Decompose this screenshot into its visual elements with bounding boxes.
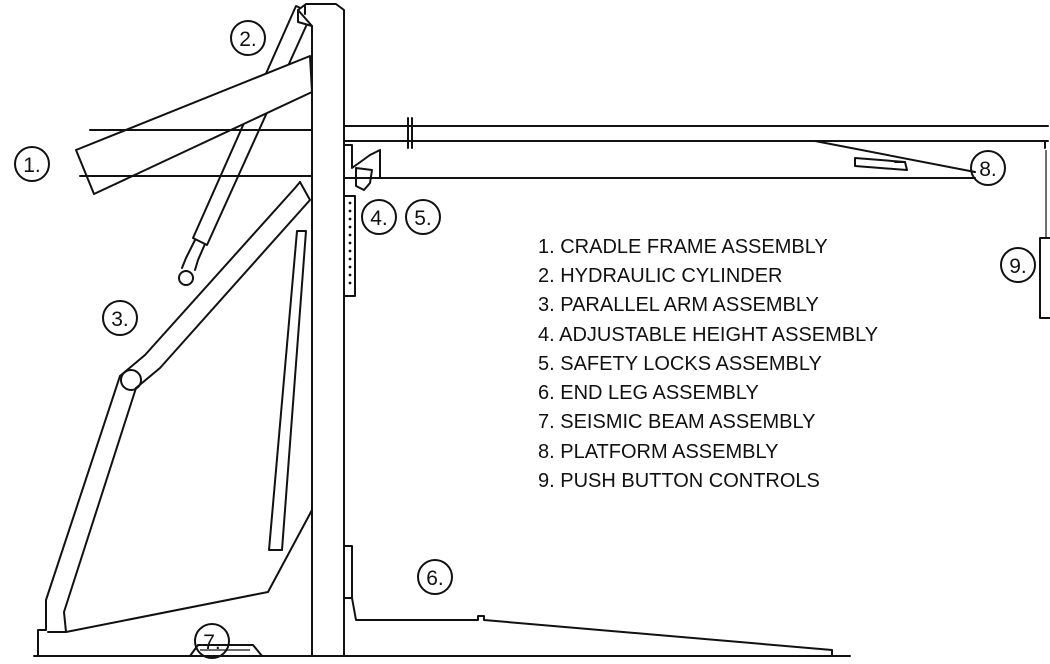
callout-6: 6. — [417, 559, 453, 595]
adjustment-hole — [348, 265, 352, 269]
callout-label: 2. — [239, 28, 257, 51]
callout-label: 4. — [370, 207, 388, 230]
legend-item: 4. ADJUSTABLE HEIGHT ASSEMBLY — [538, 324, 878, 346]
adjustment-hole — [348, 281, 352, 285]
adjustment-hole — [348, 217, 352, 221]
adjustment-hole — [348, 201, 352, 205]
adjustable-height-assembly — [343, 144, 381, 297]
callout-label: 8. — [979, 158, 997, 181]
legend-item: 3. PARALLEL ARM ASSEMBLY — [538, 294, 819, 316]
legend: 1. CRADLE FRAME ASSEMBLY 2. HYDRAULIC CY… — [538, 236, 878, 492]
legend-item: 7. SEISMIC BEAM ASSEMBLY — [538, 411, 816, 433]
callout-label: 9. — [1009, 255, 1027, 278]
callout-8: 8. — [970, 150, 1006, 186]
legend-item: 1. CRADLE FRAME ASSEMBLY — [538, 236, 828, 258]
cradle-frame — [75, 55, 313, 195]
callout-1: 1. — [14, 146, 50, 182]
callout-2: 2. — [230, 20, 266, 56]
legend-item: 6. END LEG ASSEMBLY — [538, 382, 759, 404]
adjustment-hole — [348, 209, 352, 213]
callout-label: 7. — [203, 631, 221, 654]
callout-9: 9. — [1000, 247, 1036, 283]
end-leg — [343, 545, 833, 657]
push-button-pendant — [1039, 140, 1050, 319]
callout-label: 1. — [23, 154, 41, 177]
adjustment-holes — [348, 201, 352, 285]
adjustment-hole — [348, 225, 352, 229]
callout-5: 5. — [405, 199, 441, 235]
callout-4: 4. — [361, 199, 397, 235]
callout-label: 5. — [414, 207, 432, 230]
platform — [343, 117, 1049, 179]
legend-item: 2. HYDRAULIC CYLINDER — [538, 265, 783, 287]
legend-item: 8. PLATFORM ASSEMBLY — [538, 441, 778, 463]
adjustment-hole — [348, 257, 352, 261]
callout-label: 3. — [111, 308, 129, 331]
legend-item: 5. SAFETY LOCKS ASSEMBLY — [538, 353, 822, 375]
callout-label: 6. — [426, 567, 444, 590]
callout-7: 7. — [194, 623, 230, 659]
adjustment-hole — [348, 273, 352, 277]
parallel-arm — [37, 181, 313, 657]
legend-item: 9. PUSH BUTTON CONTROLS — [538, 470, 820, 492]
callout-3: 3. — [102, 300, 138, 336]
adjustment-hole — [348, 241, 352, 245]
adjustment-hole — [348, 233, 352, 237]
seismic-beam — [189, 644, 263, 657]
main-column — [297, 3, 345, 657]
adjustment-hole — [348, 249, 352, 253]
